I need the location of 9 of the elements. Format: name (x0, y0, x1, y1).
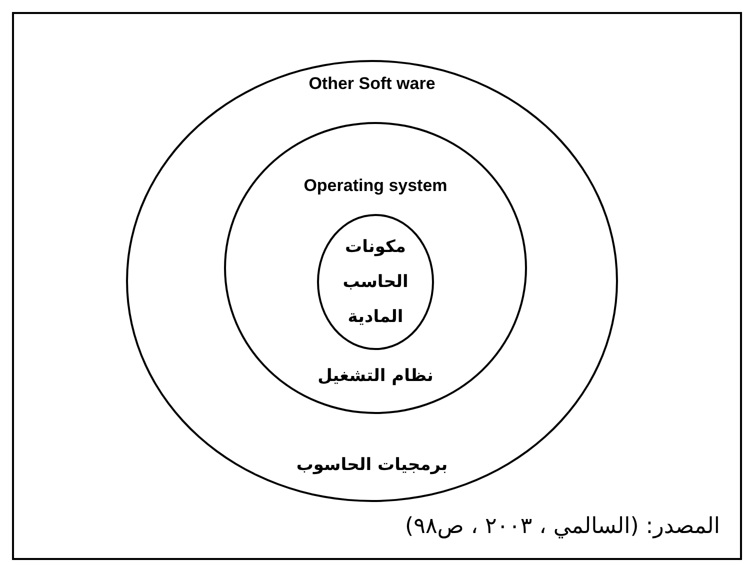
ellipse (126, 60, 618, 502)
ellipse-label: نظام التشغيل (318, 365, 434, 388)
ellipse-label: برمجيات الحاسوب (296, 454, 448, 477)
ellipse (224, 122, 527, 414)
ellipse-label: Other Soft ware (308, 73, 436, 95)
caption: المصدر: (السالمي ، ٢٠٠٣ ، ص٩٨) (405, 513, 720, 541)
ellipse-label: Operating system (304, 175, 448, 197)
ellipse-label: مكونات الحاسب المادية (342, 236, 410, 329)
ellipse (317, 214, 434, 350)
